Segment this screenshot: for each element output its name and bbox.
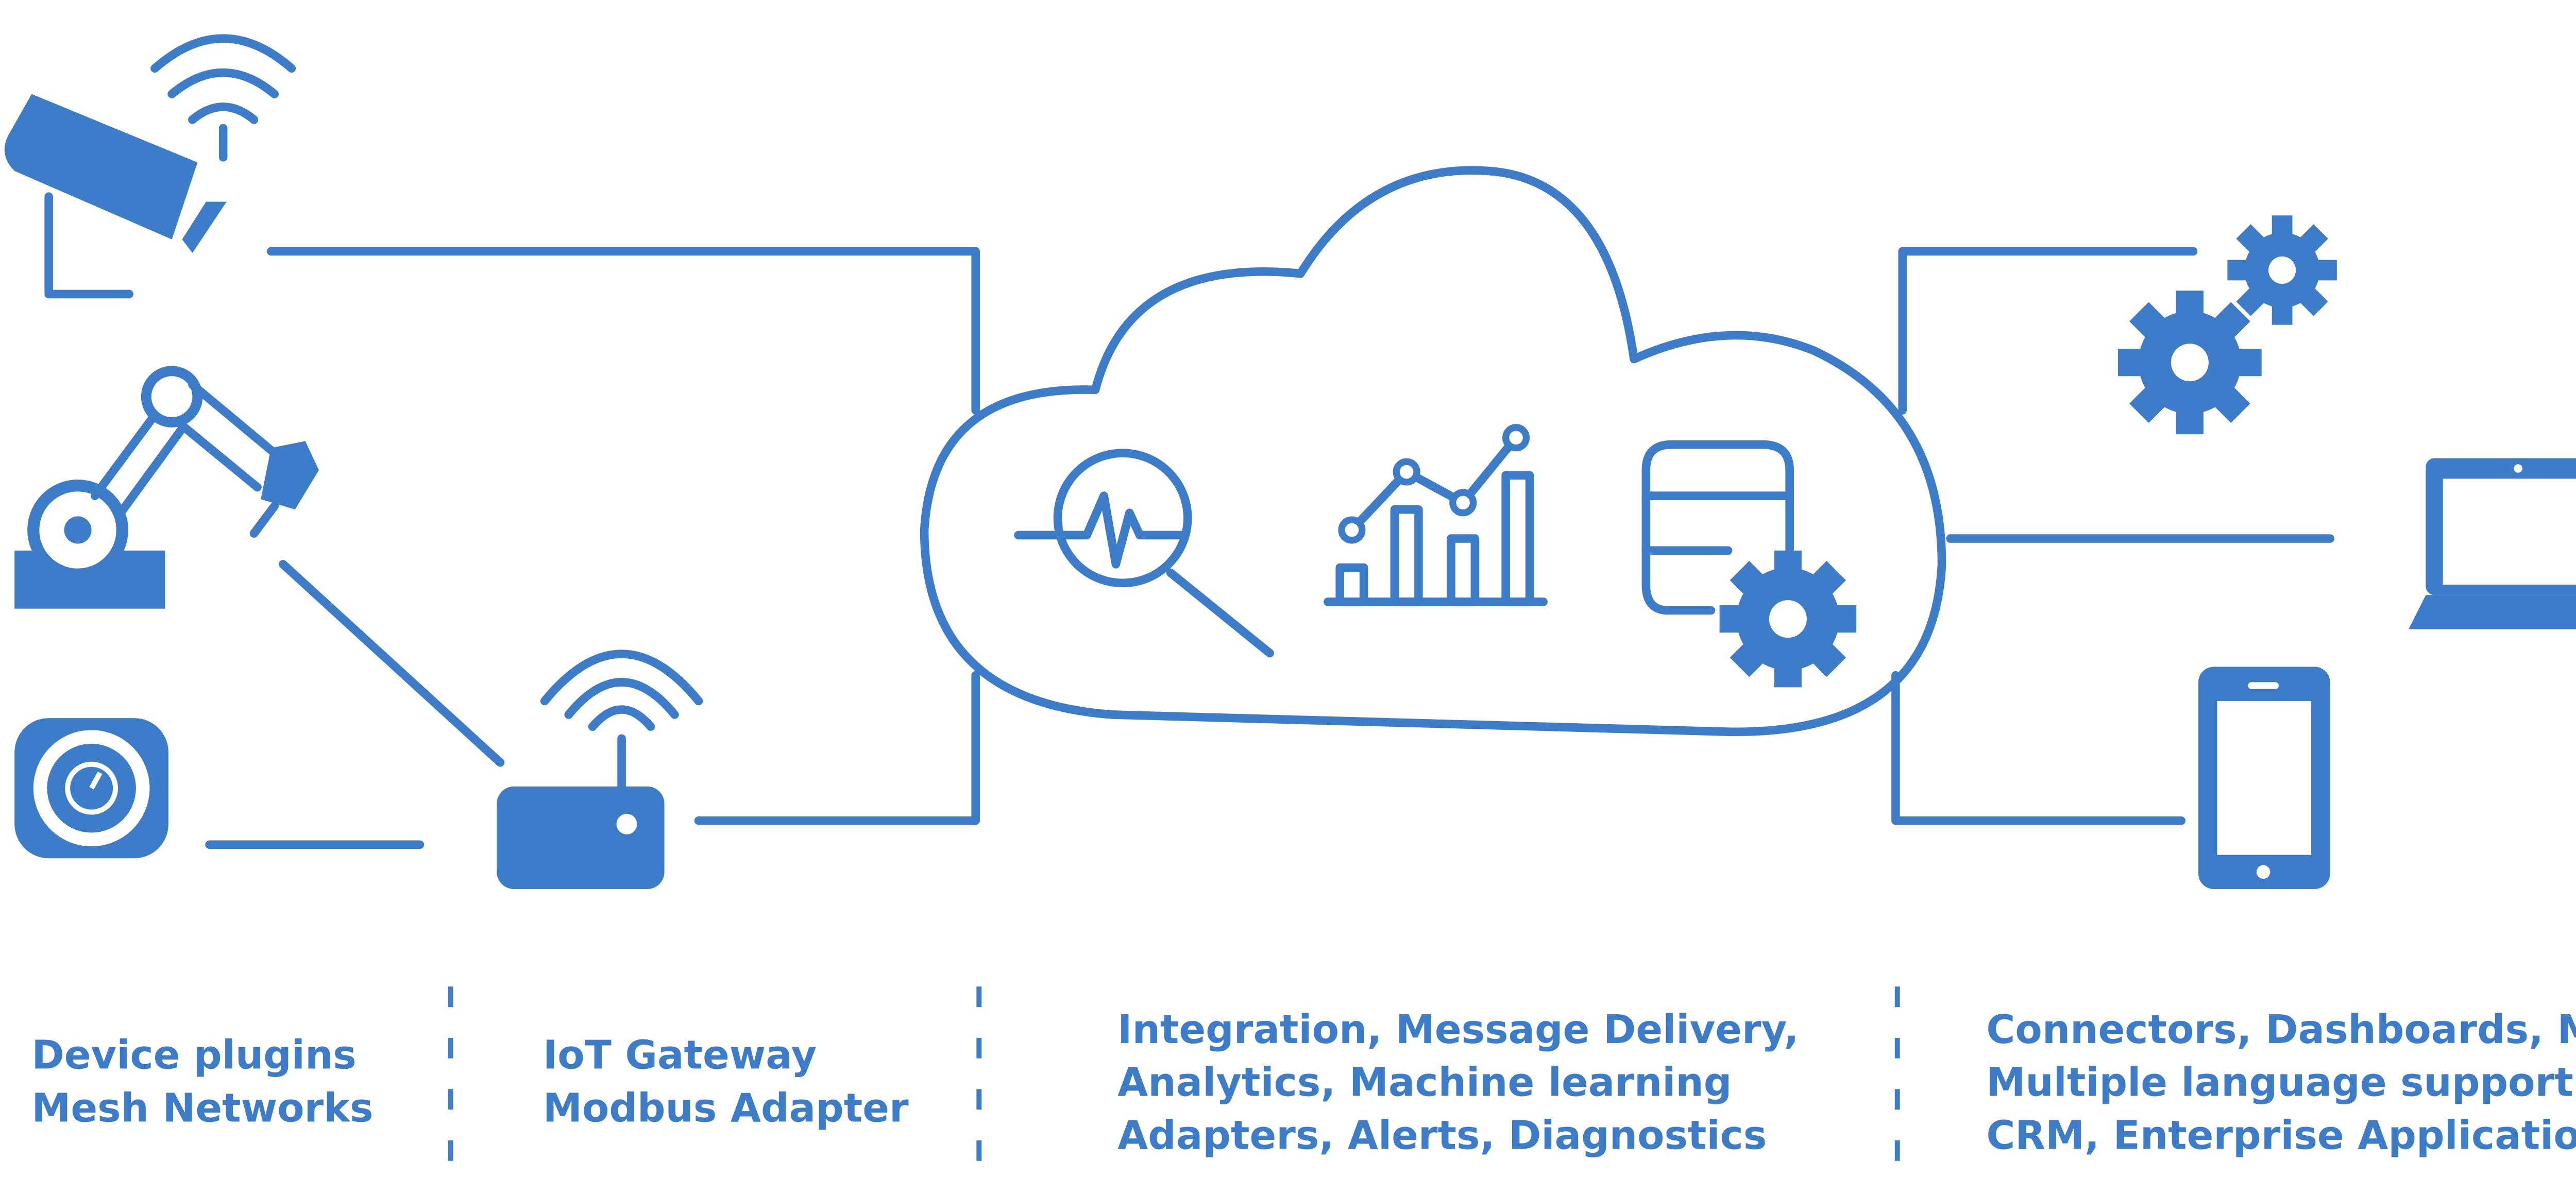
label-apps-line-1: Connectors, Dashboards, Mobile	[1986, 1007, 2576, 1053]
label-device-plugins: Device plugins	[31, 1033, 356, 1079]
analysis-magnifier-icon	[1014, 449, 1274, 658]
robot-arm-icon	[14, 366, 319, 609]
smartphone-icon	[2198, 667, 2330, 890]
router-icon	[497, 650, 703, 890]
label-modbus-adapter: Modbus Adapter	[543, 1085, 909, 1131]
column-apps-labels: Connectors, Dashboards, Mobile Multiple …	[1986, 1007, 2576, 1159]
label-cloud-line-1: Integration, Message Delivery,	[1117, 1007, 1799, 1053]
label-cloud-line-2: Analytics, Machine learning	[1117, 1060, 1732, 1106]
label-cloud-line-3: Adapters, Alerts, Diagnostics	[1117, 1113, 1767, 1159]
gears-icon	[2117, 215, 2337, 435]
laptop-icon	[2409, 458, 2576, 629]
label-iot-gateway: IoT Gateway	[543, 1033, 817, 1079]
label-apps-line-2: Multiple language support	[1986, 1060, 2573, 1106]
label-mesh-networks: Mesh Networks	[31, 1085, 373, 1131]
column-dividers	[448, 986, 1900, 1178]
connection-lines	[205, 247, 2334, 849]
column-cloud-labels: Integration, Message Delivery, Analytics…	[1117, 1007, 1799, 1159]
sensor-icon	[14, 718, 168, 859]
security-camera-icon	[4, 34, 296, 299]
cloud-icon	[920, 166, 1946, 736]
database-gear-icon	[1641, 440, 1857, 688]
label-apps-line-3: CRM, Enterprise Applications	[1986, 1113, 2576, 1159]
bar-chart-icon	[1324, 424, 1548, 606]
column-gateway-labels: IoT Gateway Modbus Adapter	[543, 1033, 909, 1132]
column-device-labels: Device plugins Mesh Networks	[31, 1033, 373, 1132]
